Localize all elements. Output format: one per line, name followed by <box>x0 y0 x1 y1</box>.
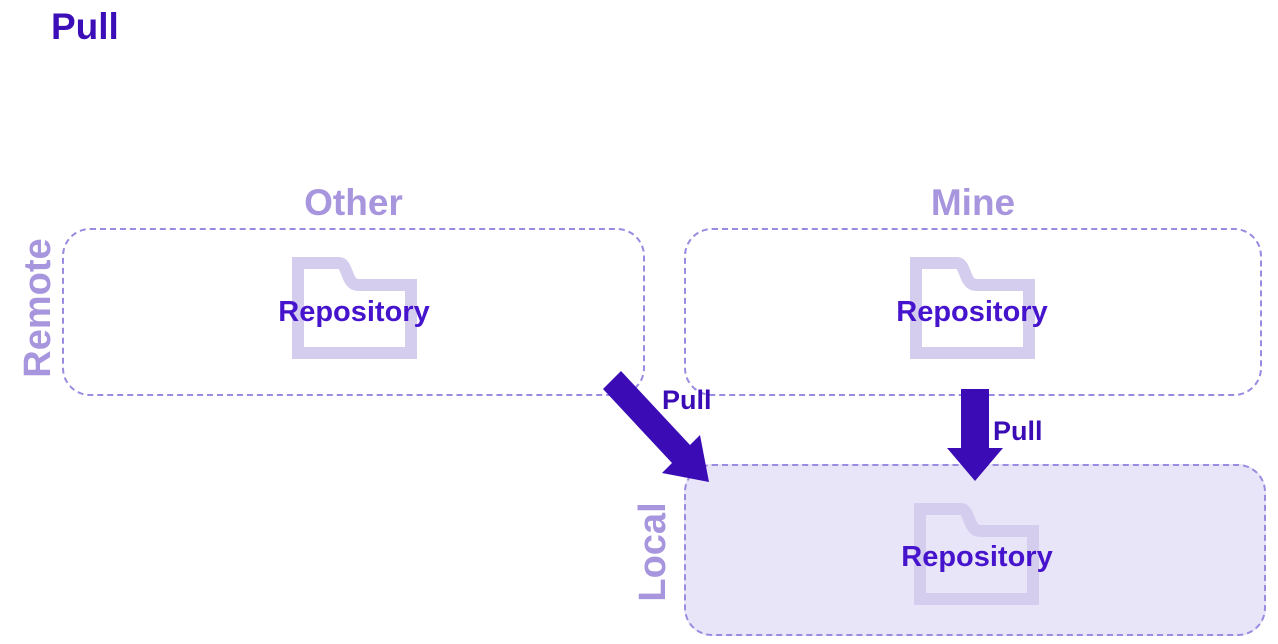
row-label-remote: Remote <box>17 238 59 378</box>
column-heading-other: Other <box>304 182 403 223</box>
row-label-local: Local <box>632 502 674 602</box>
repository-label-local: Repository <box>901 541 1053 573</box>
pull-arrow-vertical-label: Pull <box>993 416 1043 446</box>
remote-other-box <box>62 228 645 396</box>
column-heading-mine: Mine <box>930 182 1016 223</box>
folder-icon <box>910 257 1035 359</box>
folder-icon <box>292 257 417 359</box>
pull-arrow-diagonal-label: Pull <box>662 385 712 415</box>
repository-label-mine: Repository <box>896 296 1048 328</box>
local-box <box>684 464 1266 636</box>
page-title: Pull <box>51 6 119 47</box>
folder-icon <box>914 503 1039 605</box>
repository-label-other: Repository <box>278 296 430 328</box>
